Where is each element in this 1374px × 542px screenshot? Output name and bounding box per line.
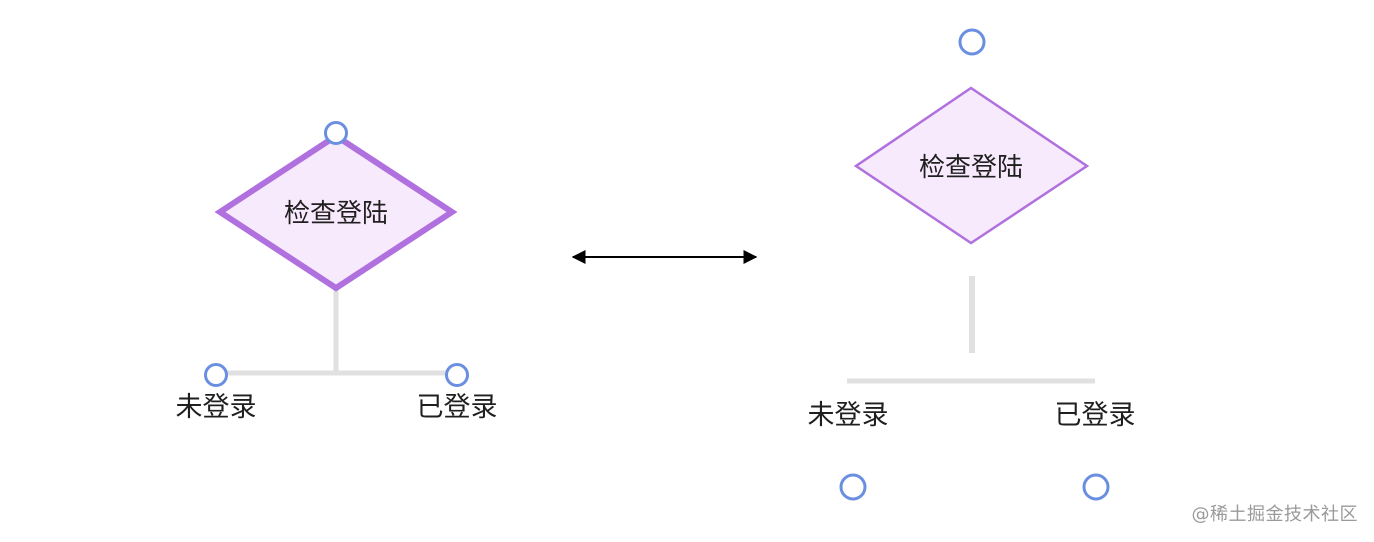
left-decision-diamond[interactable] [214,132,458,292]
right-decision-label: 检查登陆 [919,153,1023,183]
right-top-connector-icon[interactable] [958,28,986,56]
right-branch-right-label: 已登录 [1055,400,1136,431]
right-branch-left-label: 未登录 [808,400,889,431]
left-branch-left-label: 未登录 [176,392,257,423]
right-branch-right-connector-icon[interactable] [1082,473,1110,501]
left-decision-label: 检查登陆 [284,199,388,229]
right-branch-left-connector-icon[interactable] [839,473,867,501]
left-diagram: 检查登陆 未登录 已登录 [176,121,498,423]
left-branch-left-connector-icon[interactable] [204,363,228,387]
right-diagram: 检查登陆 未登录 已登录 [808,28,1136,501]
left-branch-right-connector-icon[interactable] [445,363,469,387]
left-top-connector-icon[interactable] [324,121,348,145]
right-decision-diamond[interactable] [853,86,1090,245]
left-branch-right-label: 已登录 [417,392,498,423]
watermark: @稀土掘金技术社区 [1191,504,1358,525]
